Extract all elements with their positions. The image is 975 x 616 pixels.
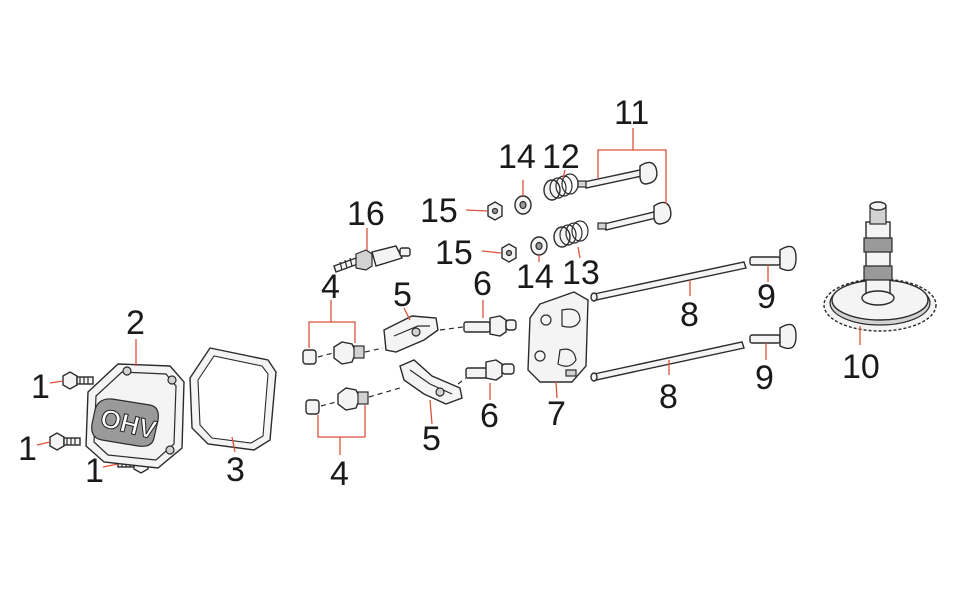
leader-1a — [49, 380, 64, 384]
leader-11 — [597, 149, 667, 204]
callout-1-top: 1 — [31, 368, 50, 406]
callout-9-upper: 9 — [757, 278, 776, 316]
callout-3: 3 — [226, 451, 245, 489]
callout-8-lower: 8 — [659, 378, 678, 416]
callout-4-lower: 4 — [330, 455, 349, 493]
rocker-arm-upper — [383, 315, 439, 353]
valve-lower — [597, 201, 672, 231]
tappet-upper — [749, 245, 797, 272]
spring-retainer-upper — [514, 195, 532, 215]
bolt-top — [62, 371, 94, 390]
callout-1-bottom: 1 — [85, 452, 104, 490]
leader-1c — [102, 463, 119, 468]
spring-retainer-lower — [530, 236, 548, 256]
spark-plug — [333, 245, 411, 273]
leader-4b — [317, 405, 366, 438]
callout-6-lower: 6 — [480, 397, 499, 435]
callout-12: 12 — [542, 138, 580, 176]
callout-13: 13 — [562, 254, 600, 292]
callout-7: 7 — [547, 395, 566, 433]
camshaft-gear — [823, 201, 937, 332]
callout-14-lower: 14 — [516, 258, 554, 296]
callout-15-lower: 15 — [435, 234, 473, 272]
leader-15b — [481, 250, 502, 254]
leader-4a — [308, 321, 356, 348]
callout-8-upper: 8 — [680, 296, 699, 334]
leader-5a — [403, 307, 411, 321]
leader-7 — [555, 381, 558, 399]
leader-5b — [429, 399, 433, 425]
valve-cover: OHV — [85, 363, 185, 469]
leader-12 — [562, 169, 566, 179]
nut-lower — [501, 243, 517, 263]
callout-10: 10 — [842, 348, 880, 386]
callout-1-middle: 1 — [18, 430, 37, 468]
guide-plate — [527, 291, 589, 383]
valve-spring-upper — [543, 173, 579, 201]
callout-5-upper: 5 — [393, 276, 412, 314]
nut-upper — [487, 201, 503, 221]
bolt-middle — [49, 432, 81, 451]
valve-upper — [577, 161, 658, 189]
push-rod-upper — [590, 261, 747, 302]
callout-11: 11 — [614, 94, 649, 132]
push-rod-lower — [590, 341, 745, 382]
callout-15-upper: 15 — [420, 192, 458, 230]
callout-16: 16 — [347, 195, 385, 233]
adjuster-lower — [305, 387, 369, 415]
leader-13 — [577, 246, 581, 259]
valve-spring-lower — [553, 220, 589, 248]
tappet-lower — [749, 323, 797, 350]
adjuster-upper — [302, 341, 365, 365]
gasket — [189, 347, 277, 451]
leader-1b — [36, 441, 51, 446]
callout-5-lower: 5 — [422, 420, 441, 458]
callout-9-lower: 9 — [755, 359, 774, 397]
pivot-stud-lower — [465, 359, 515, 381]
callout-4-upper: 4 — [321, 268, 340, 306]
leader-15a — [465, 209, 488, 212]
pivot-stud-upper — [463, 315, 517, 337]
callout-2: 2 — [126, 304, 145, 342]
callout-14-upper: 14 — [498, 138, 536, 176]
callout-6-upper: 6 — [473, 265, 492, 303]
leader-3 — [231, 436, 236, 453]
rocker-arm-lower — [399, 359, 463, 405]
